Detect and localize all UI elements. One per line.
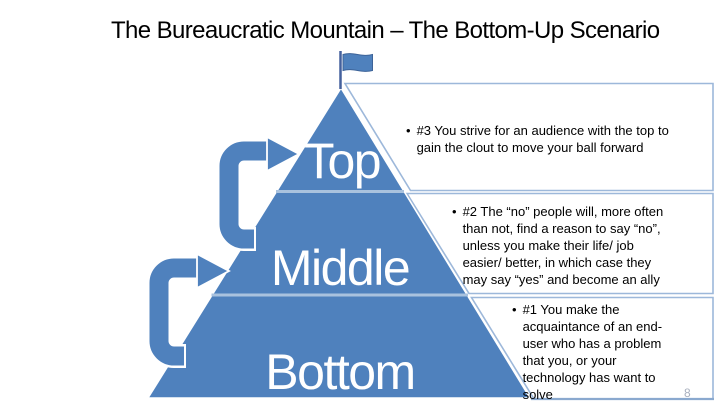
page-number: 8 — [684, 386, 691, 400]
callout-frame-2 — [405, 192, 714, 295]
flag-icon — [339, 51, 373, 89]
pyramid-label-top: Top — [303, 133, 382, 189]
callout-item-3: • #3 You strive for an audience with the… — [406, 122, 669, 156]
callout-text-1: #1 You make the acquaintance of an end- … — [522, 302, 663, 402]
bullet-glyph: • — [452, 204, 457, 219]
loop-arrow-head — [196, 252, 231, 290]
flag-cloth — [342, 53, 373, 72]
bullet-glyph: • — [406, 123, 411, 138]
callout-frames — [343, 82, 714, 401]
pyramid-label-bottom: Bottom — [265, 344, 416, 400]
loop-arrow-head — [266, 135, 301, 173]
callout-item-1: • #1 You make the acquaintance of an end… — [512, 301, 662, 403]
callout-frame-3 — [343, 82, 714, 192]
callout-text-2: #2 The “no” people will, more often than… — [462, 204, 664, 287]
bullet-glyph: • — [512, 302, 517, 317]
callout-text-3: #3 You strive for an audience with the t… — [416, 123, 669, 155]
slide-title: The Bureaucratic Mountain – The Bottom-U… — [111, 17, 660, 44]
callout-item-2: • #2 The “no” people will, more often th… — [452, 203, 663, 288]
loop-arrow-icon-top — [217, 135, 301, 251]
loop-arrow-shaft — [149, 258, 198, 366]
loop-arrow-icon-bottom — [147, 252, 231, 368]
pyramid-label-middle: Middle — [270, 240, 411, 296]
loop-arrow-shaft — [219, 141, 268, 249]
